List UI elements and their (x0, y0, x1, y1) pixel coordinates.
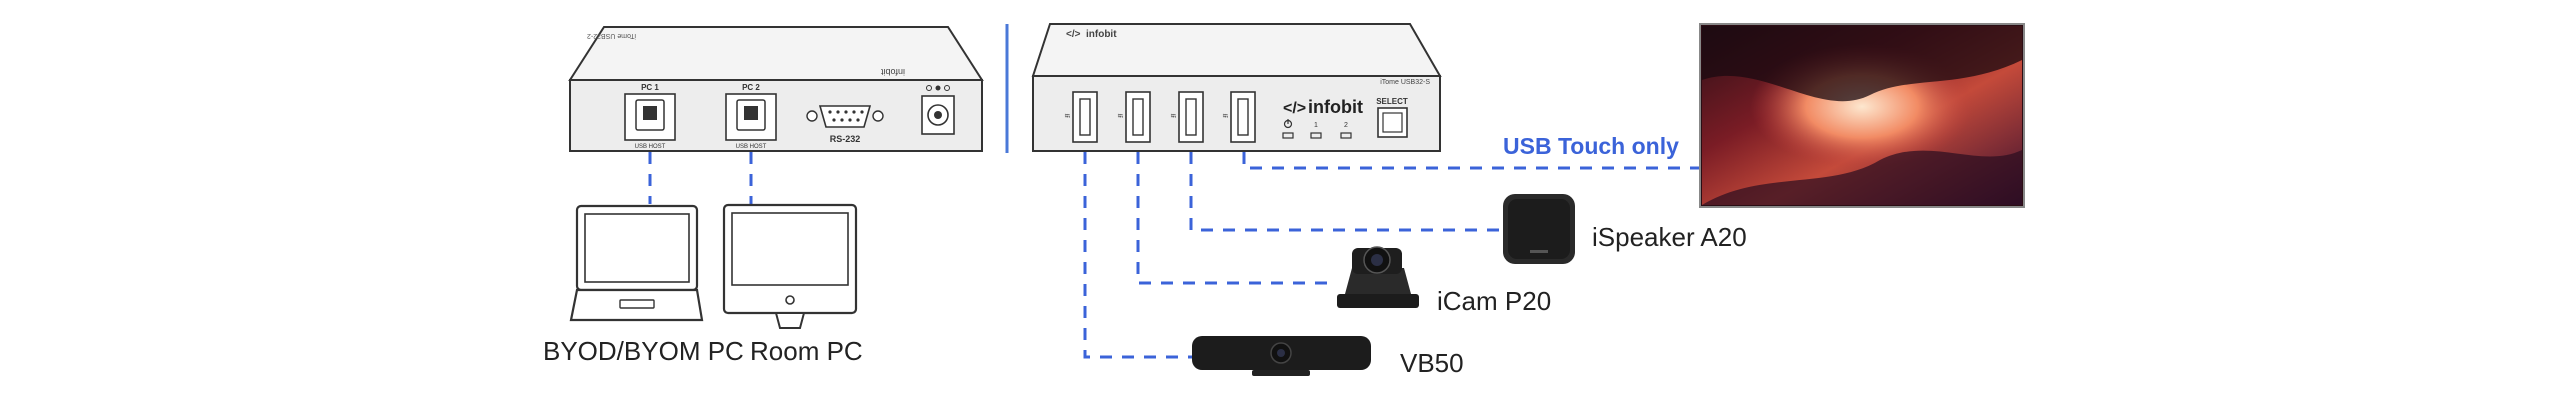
led-label-1: 1 (1314, 122, 1318, 129)
port-pc1-label: PC 1 (641, 83, 659, 92)
svg-text:⭿: ⭿ (1223, 113, 1230, 118)
led-indicator-1 (1310, 132, 1322, 139)
svg-text:</>: </> (1066, 29, 1081, 40)
rs232-label: RS-232 (830, 134, 861, 144)
left-switch-model: iTome USB32-2 (587, 32, 636, 39)
usb-a-port-1: ⭿ (1065, 91, 1098, 143)
speaker-icon (1503, 194, 1575, 264)
right-switch-model: iTome USB32-S (1380, 79, 1430, 86)
led-indicator-2 (1340, 132, 1352, 139)
camera-icon (1337, 246, 1419, 308)
usb-a-port-4: ⭿ (1223, 91, 1256, 143)
connectors (648, 152, 1700, 359)
left-switch: iTome USB32-2 infobit PC 1 USB HOST PC 2… (568, 26, 984, 152)
led-label-2: 2 (1344, 122, 1348, 129)
select-button (1377, 107, 1408, 138)
power-led-icon (1282, 119, 1294, 139)
room-pc-label: Room PC (750, 336, 863, 366)
usb-host-1-label: USB HOST (635, 144, 666, 150)
select-button-inner (1382, 112, 1403, 133)
usb-a-port-3: ⭿ (1171, 91, 1204, 143)
port-pc2-label: PC 2 (742, 83, 760, 92)
usb-b-core-1 (643, 106, 657, 120)
right-switch: </> infobit iTome USB32-S ⭿ ⭿ ⭿ ⭿ </> in… (1031, 23, 1442, 152)
left-switch-brand: infobit (880, 67, 905, 77)
svg-text:⭿: ⭿ (1065, 113, 1072, 118)
connector-speaker (1189, 152, 1503, 232)
infobit-top-logo-icon: </> (1066, 29, 1081, 40)
right-switch-front-brand: infobit (1308, 97, 1363, 117)
laptop-icon (569, 204, 704, 322)
camera-label: iCam P20 (1437, 286, 1552, 316)
display-image-shadow (1702, 26, 2022, 102)
connector-soundbar (1083, 152, 1192, 359)
usb-b-core-2 (744, 106, 758, 120)
select-label: SELECT (1376, 97, 1408, 106)
svg-text:⭿: ⭿ (1118, 113, 1125, 118)
usb-host-2-label: USB HOST (736, 144, 767, 150)
dc-power-port (921, 85, 955, 135)
infobit-front-logo-icon: </> (1283, 100, 1306, 117)
touch-display (1699, 23, 2025, 208)
right-switch-top-brand: infobit (1086, 29, 1117, 40)
svg-text:⭿: ⭿ (1171, 113, 1178, 118)
byod-pc-label: BYOD/BYOM PC (543, 336, 744, 366)
desktop-monitor-icon (722, 203, 858, 329)
soundbar-label: VB50 (1400, 348, 1464, 378)
rs232-port (806, 105, 884, 128)
soundbar-icon (1192, 336, 1371, 376)
connector-usb-touch (1242, 152, 1700, 170)
usb-touch-label: USB Touch only (1503, 133, 1679, 159)
display-image-rock (1702, 150, 2022, 205)
connector-camera (1136, 152, 1335, 285)
speaker-label: iSpeaker A20 (1592, 222, 1747, 252)
usb-a-port-2: ⭿ (1118, 91, 1151, 143)
